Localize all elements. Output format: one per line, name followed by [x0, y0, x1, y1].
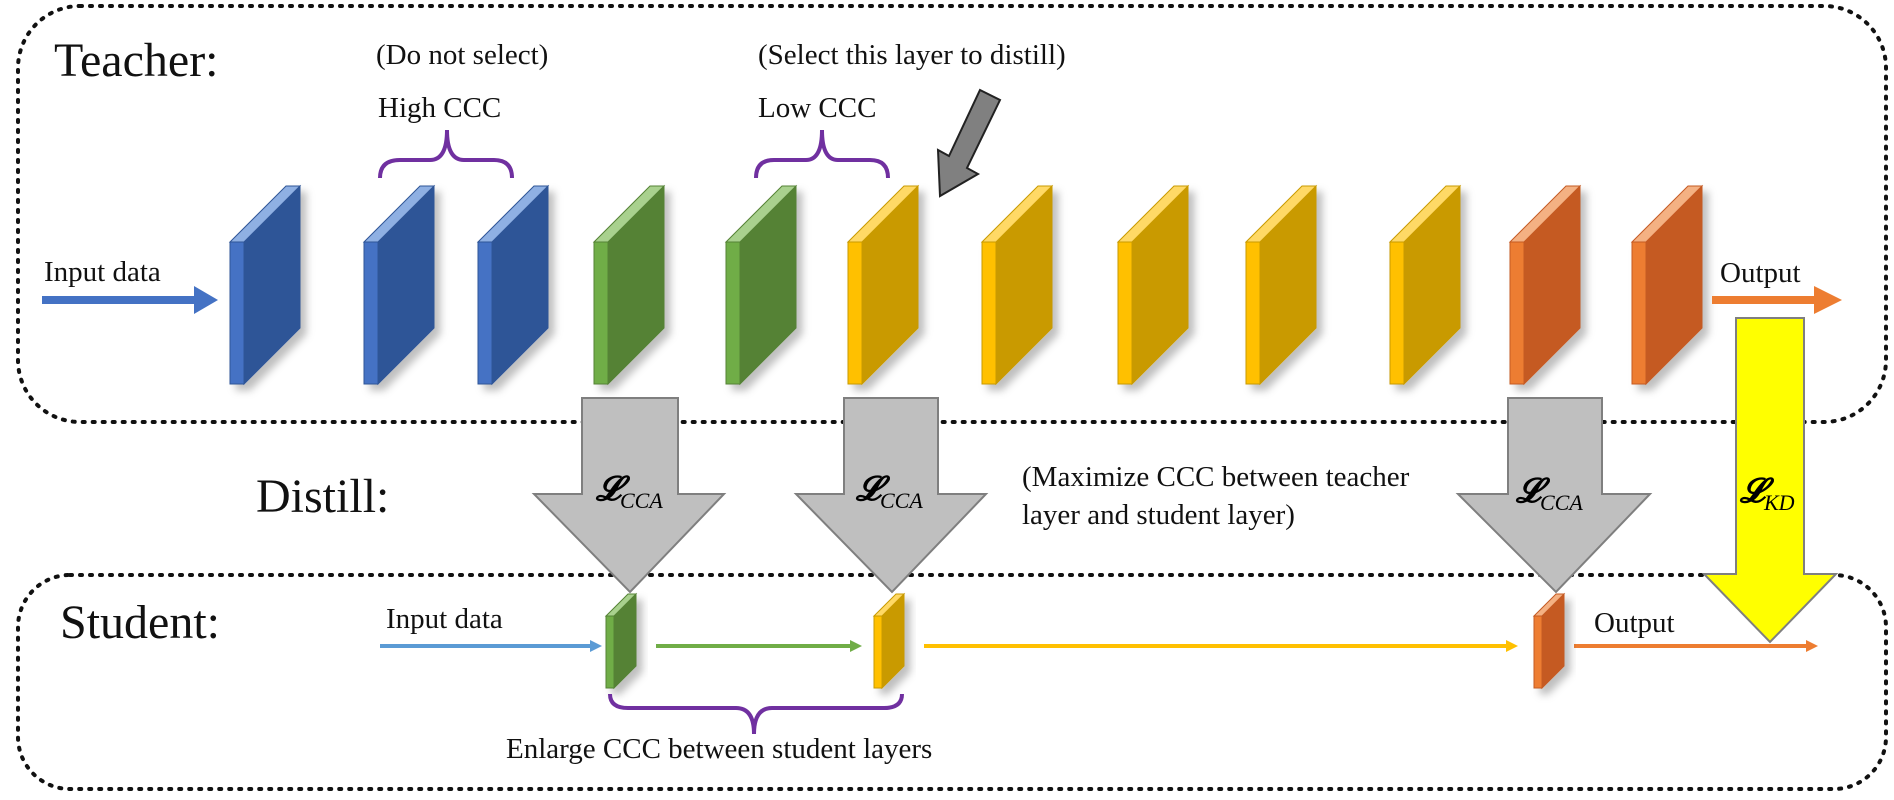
low-ccc-brace — [754, 129, 890, 179]
teacher-layer-4 — [592, 184, 666, 386]
teacher-input-arrowhead — [194, 286, 218, 314]
student-output-arrowhead — [1806, 640, 1818, 652]
teacher-layer-5 — [724, 184, 798, 386]
teacher-layer-11 — [1508, 184, 1582, 386]
high-ccc-brace — [378, 129, 514, 179]
teacher-layer-2 — [362, 184, 436, 386]
teacher-output-label: Output — [1720, 257, 1801, 289]
cca-arrow-3: 𝓛 CCA — [1455, 397, 1653, 594]
cca-loss-sub-2: CCA — [880, 488, 923, 513]
teacher-layer-9 — [1244, 184, 1318, 386]
student-green-arrowhead — [850, 640, 862, 652]
student-input-label: Input data — [386, 603, 503, 635]
teacher-layer-8 — [1116, 184, 1190, 386]
high-ccc-label: High CCC — [378, 92, 501, 124]
student-input-arrowhead — [590, 640, 602, 652]
teacher-box — [16, 4, 1888, 424]
student-box — [16, 573, 1888, 791]
student-gold-arrowhead — [1506, 640, 1518, 652]
cca-loss-sub-3: CCA — [1540, 490, 1583, 515]
do-not-select-note: (Do not select) — [376, 39, 548, 71]
student-layer-1 — [604, 592, 638, 690]
student-layer-3 — [1532, 592, 1566, 690]
student-output-label: Output — [1594, 607, 1675, 639]
enlarge-ccc-brace — [608, 693, 904, 735]
distill-title: Distill: — [256, 470, 389, 523]
select-pointer-arrow — [936, 88, 1002, 198]
cca-arrow-1: 𝓛 CCA — [531, 397, 727, 594]
select-layer-note: (Select this layer to distill) — [758, 39, 1066, 71]
kd-arrow: 𝓛 KD — [1701, 317, 1839, 644]
distill-note-line1: (Maximize CCC between teacher — [1022, 461, 1410, 493]
teacher-layers — [228, 184, 1704, 386]
enlarge-ccc-label: Enlarge CCC between student layers — [506, 733, 932, 765]
student-layers — [604, 592, 1566, 690]
teacher-layer-7 — [980, 184, 1054, 386]
teacher-layer-3 — [476, 184, 550, 386]
kd-loss-sub: KD — [1763, 490, 1795, 515]
teacher-layer-12 — [1630, 184, 1704, 386]
student-title: Student: — [60, 596, 220, 649]
teacher-layer-10 — [1388, 184, 1462, 386]
low-ccc-label: Low CCC — [758, 92, 876, 124]
teacher-layer-1 — [228, 184, 302, 386]
teacher-output-arrowhead — [1814, 286, 1842, 314]
cca-arrow-2: 𝓛 CCA — [793, 397, 989, 594]
teacher-layer-6 — [846, 184, 920, 386]
teacher-input-label: Input data — [44, 256, 161, 288]
teacher-title: Teacher: — [54, 34, 219, 87]
distill-note-line2: layer and student layer) — [1022, 499, 1295, 531]
cca-loss-sub-1: CCA — [620, 488, 663, 513]
student-layer-2 — [872, 592, 906, 690]
